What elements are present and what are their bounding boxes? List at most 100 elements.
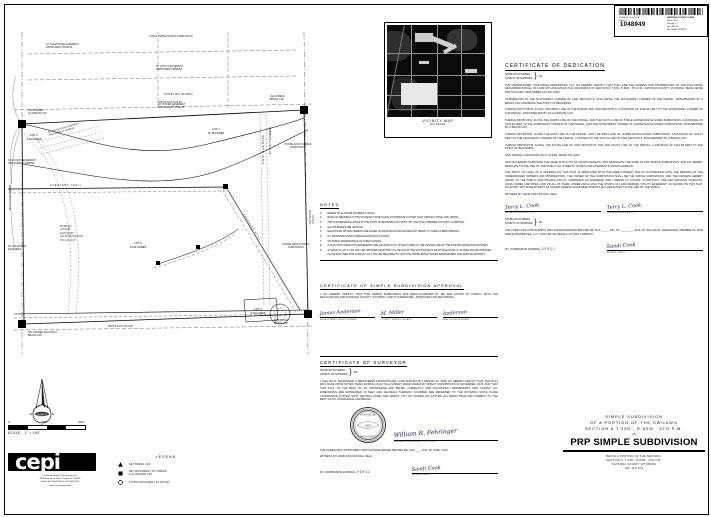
approval-text: I, DO HEREBY CERTIFY THAT THIS SIMPLE SU… bbox=[320, 292, 498, 300]
title-line-3: SECTION 8 T.33N., R.80W., 6TH P.M. bbox=[584, 426, 684, 431]
dedication-notary-row: MY COMMISSION EXPIRES: 3-19-22 Sandi Coo… bbox=[505, 242, 703, 254]
dedication-p0: THE UNDERSIGNED, PINE RIDGE PROPERTIES, … bbox=[505, 83, 703, 95]
note-text-2: BASIS OF BEARINGS IS THE WYOMING STATE P… bbox=[327, 216, 459, 220]
plat-adjacent-east-2: HORSE RANCH ACRES SUBDIVISION bbox=[282, 244, 310, 250]
brass-cap-icon bbox=[118, 462, 125, 467]
dedication-p8: THE TRACT OF LAND, AS IT APPEARS ON THIS… bbox=[505, 171, 703, 190]
plat-easement-4: 10' POWER EASEMENT INSTRUMENT #819134 bbox=[158, 104, 186, 110]
notary-commission: MY COMMISSION EXPIRES: 3-19-22 bbox=[505, 243, 601, 254]
note-item: 5.ELEVATIONS SHOWN HEREON ARE BASED ON N… bbox=[320, 230, 498, 233]
title-sub-4: NO. J19-164 bbox=[624, 467, 643, 471]
surveyor-state: STATE OF WYOMING bbox=[320, 369, 346, 372]
dedication-notary-jurisdiction: STATE OF WYOMING COUNTY OF NATRONA } SS. bbox=[505, 218, 703, 226]
company-line-4[interactable]: www.cepi-casper.com bbox=[49, 484, 71, 487]
surveyor-notary-signature: Sandi Cook NOTARY PUBLIC bbox=[412, 464, 498, 476]
vicinity-map-title: VICINITY MAP bbox=[422, 118, 454, 123]
surveyor-witness: WITNESS MY HAND AND OFFICIAL SEAL. bbox=[320, 454, 373, 458]
title-line-1: SIMPLE SUBDIVISION bbox=[605, 414, 663, 419]
surveyor-sig-line[interactable]: William R. Fehringer bbox=[394, 427, 498, 441]
dedication-p4: THENCE S00°59'09"E, ALONG THE EAST LINE … bbox=[505, 133, 703, 140]
dedication-p7: AND DO HEREBY SUBDIVIDE THE SAME INTO LO… bbox=[505, 160, 703, 168]
note-text-7: NO PUBLIC MAINTENANCE OF PUBLIC ROADS. bbox=[327, 239, 382, 243]
commission-date: 3-19-22 bbox=[541, 247, 555, 252]
note-text-9: ACCESS TO LOT 1 CAN ONLY BE OBTAINED FRO… bbox=[327, 249, 492, 256]
lot-3-area: 13.51 ACRES bbox=[129, 245, 147, 249]
plat-drawing: 8 MILE HORSE RANCH SUBDIVISION HORSE RAN… bbox=[7, 14, 318, 359]
note-item: 2.BASIS OF BEARINGS IS THE WYOMING STATE… bbox=[320, 216, 498, 219]
approval-sig-name-3: Anderson bbox=[442, 309, 467, 317]
plat-bearing-east: S00°59'09"E 1163.47' bbox=[310, 209, 316, 224]
plat-easement-2: 30' UTILITY EASEMENT INSTRUMENT #898694 bbox=[156, 66, 184, 72]
cepi-wordmark: cepi bbox=[15, 450, 61, 474]
plat-road-skeeters: SKEETERS TRAIL bbox=[50, 185, 82, 187]
dedication-p3: THENCE S89°52'43"E, ALONG THE NORTH LINE… bbox=[505, 118, 703, 130]
note-item: 1.ERROR OF CLOSURE EXCEEDS 1:40,000. bbox=[320, 212, 498, 215]
plat-corner-ne: NE CORNER BRASS CAP bbox=[270, 96, 285, 102]
note-text-4: ALL DISTANCES ARE GROUND. bbox=[327, 225, 364, 229]
dedication-p2: THENCE N00°57'18"W, ALONG THE WEST LINE … bbox=[505, 108, 703, 115]
company-line-2: 4000 Enterprise Drive, Casper, WY 82609 bbox=[39, 478, 81, 481]
surveyor-sig-label: WILLIAM R. FEHRINGER, P.L.S. 9328 bbox=[394, 441, 436, 443]
surveyor-text: I, WILLIAM R. FEHRINGER, A REGISTERED PR… bbox=[320, 379, 498, 402]
curve-chl: CH. L=141.07' bbox=[60, 239, 76, 242]
notary-state: STATE OF WYOMING bbox=[505, 218, 531, 222]
curve-chb: CH. B=N42°02'13"W bbox=[60, 236, 83, 239]
note-text-1: ERROR OF CLOSURE EXCEEDS 1:40,000. bbox=[327, 211, 376, 215]
stamp-doc-number: 1048949 bbox=[620, 22, 646, 28]
dedication-p6: SAID PARCEL CONTAINING 35.27 ACRES, MORE… bbox=[505, 154, 581, 157]
plat-bearing-south: N89°59'03"W 1314.68' bbox=[108, 326, 134, 328]
lot-2-area: 4.74 ACRES bbox=[26, 137, 42, 141]
dedication-notary-text: THE FOREGOING INSTRUMENT WAS ACKNOWLEDGE… bbox=[505, 228, 703, 236]
notary-sig-text: Sandi Cook bbox=[606, 242, 636, 251]
approval-sig-development: James Anderson DEVELOPMENT DIRECTOR/DATE bbox=[320, 308, 376, 321]
vicinity-map: VICINITY MAP NO SCALE bbox=[384, 22, 492, 138]
owner-sig-line-2[interactable]: Terry L. Cook bbox=[607, 202, 703, 212]
notes-heading: NOTES bbox=[320, 202, 340, 209]
stamp-fee-2: Fee: $35.00 bbox=[667, 26, 679, 28]
title-sub-1: BEING A PORTION OF THE SW¼SW¼ bbox=[606, 454, 662, 458]
stamp-fee-0: Book: 1314 bbox=[667, 20, 678, 22]
scale-bar: 0 100' 200' SCALE : 1" = 100' bbox=[8, 420, 100, 435]
recording-stamp: 6/19/2018 1:04:47 PM NATRONA COUNTY CLER… bbox=[614, 5, 708, 37]
note-item: 6.NO PROPOSED PUBLIC SEWAGE DISPOSAL SYS… bbox=[320, 235, 498, 238]
dedication-heading: CERTIFICATE OF DEDICATION bbox=[505, 63, 606, 71]
scale-caption: SCALE : 1" = 100' bbox=[8, 431, 41, 436]
approval-signature-row: James Anderson DEVELOPMENT DIRECTOR/DATE… bbox=[320, 308, 498, 321]
title-rule bbox=[563, 450, 705, 452]
owner-sig-text-1: Terry L. Cook bbox=[504, 202, 540, 211]
cepi-logo-icon: cepi bbox=[8, 450, 100, 474]
note-text-6: NO PROPOSED PUBLIC SEWAGE DISPOSAL SYSTE… bbox=[327, 235, 390, 239]
title-as: AS bbox=[632, 433, 636, 436]
certificate-of-dedication: CERTIFICATE OF DEDICATION STATE OF WYOMI… bbox=[505, 63, 703, 254]
dedication-ss: SS. bbox=[538, 75, 543, 79]
company-line-3: Phone 307.266.4346 Fax 307.266.0203 bbox=[40, 481, 80, 484]
plat-geometry bbox=[7, 31, 314, 355]
legend-block: LEGEND SET BRASS CAP SET MONUMENT 5/8" R… bbox=[118, 455, 214, 488]
approval-sig-label-1: DEVELOPMENT DIRECTOR/DATE bbox=[320, 318, 357, 321]
lot-4-area: 0.24 ACRES bbox=[250, 311, 266, 315]
company-logo-block: cepi Civil Engineering Professionals, In… bbox=[8, 450, 112, 488]
owner-sig-text-2: Terry L. Cook bbox=[606, 202, 642, 211]
plat-easement-5: 30' ACCESS EASEMENT INSTRUMENT #898694 bbox=[8, 160, 37, 166]
brace-glyph-2: } bbox=[534, 218, 537, 226]
plat-bearing-west: N00°57'18"W 1168.04' bbox=[10, 185, 12, 210]
notes-block: NOTES 1.ERROR OF CLOSURE EXCEEDS 1:40,00… bbox=[320, 202, 498, 261]
title-sub-3: NATRONA COUNTY WYOMING bbox=[611, 462, 657, 466]
legend-label-1: SET BRASS CAP bbox=[129, 462, 151, 466]
curve-l: L=141.81' bbox=[60, 229, 71, 232]
title-sub-2: SECTION 8, T.33N., R.80W., 6TH P.M. bbox=[606, 458, 662, 462]
owner-sig-line-1[interactable]: Terry L. Cook bbox=[505, 202, 601, 212]
curve-r: R=400.00' bbox=[60, 226, 72, 228]
note-item: 7.NO PUBLIC MAINTENANCE OF PUBLIC ROADS. bbox=[320, 240, 498, 243]
title-block: SIMPLE SUBDIVISION OF A PORTION OF THE S… bbox=[563, 414, 705, 471]
dedication-p9: WITNESS MY HAND AND OFFICIAL SEAL. bbox=[505, 193, 558, 196]
vicinity-map-subtitle: NO SCALE bbox=[430, 122, 446, 126]
plat-road-eight-mile: EIGHT MILE ROAD bbox=[263, 134, 265, 164]
dedication-p5: THENCE N89°59'03"W, ALONG THE SOUTH LINE… bbox=[505, 143, 703, 151]
commission-label: MY COMMISSION EXPIRES: bbox=[505, 248, 541, 252]
scale-bar-graphic bbox=[8, 424, 86, 430]
vicinity-aerial-image bbox=[387, 25, 485, 117]
plat-easement-6: 40' UTILITY EASEMENT bbox=[270, 126, 272, 154]
certificate-of-approval: CERTIFICATE OF SIMPLE SUBDIVISION APPROV… bbox=[320, 283, 498, 321]
notary-sig-line[interactable]: Sandi Cook bbox=[607, 242, 703, 252]
